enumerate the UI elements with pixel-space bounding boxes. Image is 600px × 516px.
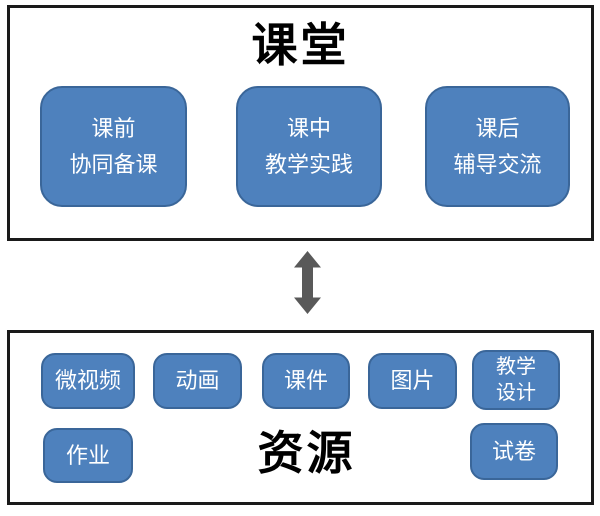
resource-chip-line1: 教学 (496, 356, 536, 378)
resources-title: 资源 (257, 427, 356, 479)
resource-chip-label: 动画 (175, 368, 220, 394)
stage-card-line2: 协同备课 (69, 151, 158, 177)
stage-card-line2: 教学实践 (264, 151, 353, 177)
resource-chip-label: 微视频 (54, 368, 121, 394)
stage-card-line1: 课后 (475, 115, 520, 141)
resource-chip-label: 课件 (283, 368, 328, 394)
classroom-panel: 课堂 课前 协同备课 课中 教学实践 课后 辅导交流 (7, 5, 594, 241)
two-way-arrow-icon (294, 251, 321, 314)
resource-chip-homework: 作业 (43, 428, 133, 483)
resource-chip-test-paper: 试卷 (470, 423, 558, 480)
stage-card-in-class: 课中 教学实践 (236, 86, 382, 207)
classroom-title: 课堂 (251, 19, 350, 71)
resources-panel: 微视频 动画 课件 图片 教学 设计 作业 资源 试卷 (7, 330, 594, 505)
stage-card-line1: 课前 (91, 115, 136, 141)
resource-chip-teaching-design: 教学 设计 (472, 350, 560, 410)
resource-chip-label: 图片 (390, 368, 435, 394)
stage-card-line1: 课中 (286, 115, 331, 141)
resource-chip-label: 作业 (65, 442, 110, 468)
resource-chip-label: 试卷 (491, 438, 536, 464)
resource-chip-animation: 动画 (153, 353, 242, 409)
resource-chip-courseware: 课件 (262, 353, 350, 409)
resource-chip-line2: 设计 (496, 382, 536, 404)
stage-card-line2: 辅导交流 (453, 151, 542, 177)
stage-card-after-class: 课后 辅导交流 (425, 86, 570, 207)
stage-card-pre-class: 课前 协同备课 (40, 86, 187, 207)
resource-chip-pictures: 图片 (368, 353, 457, 409)
resource-chip-micro-video: 微视频 (41, 353, 135, 409)
